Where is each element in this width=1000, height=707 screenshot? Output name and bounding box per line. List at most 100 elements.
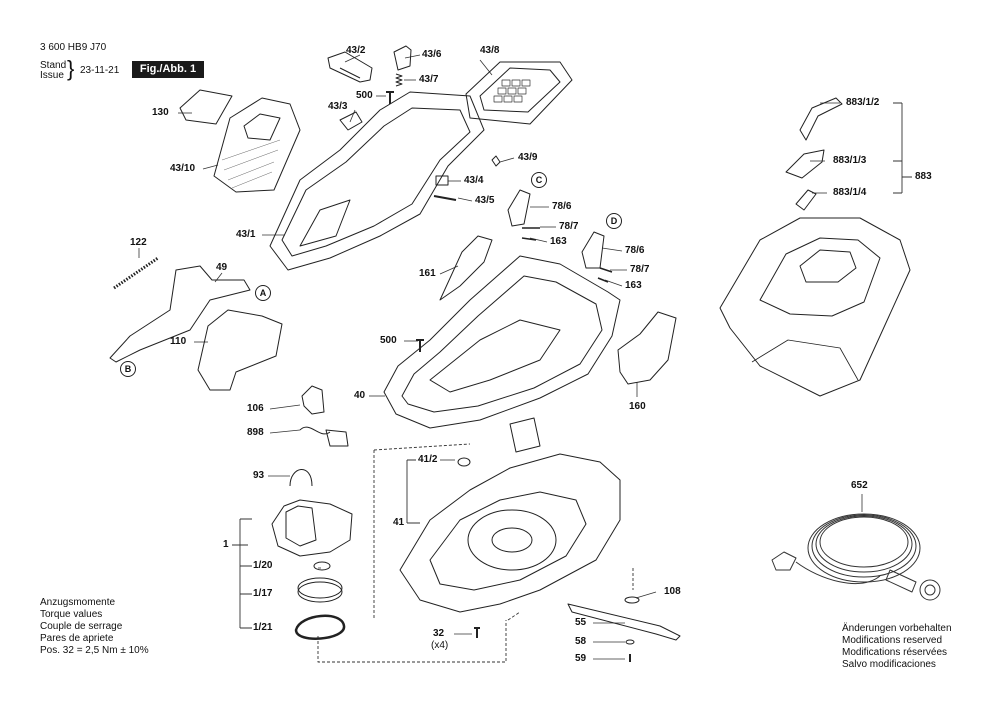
label-1: 1 [223,539,229,550]
label-32-qty: (x4) [431,640,449,651]
modifications-line-3: Modifications réservées [842,647,948,658]
label-500-mid: 500 [380,335,397,346]
label-55: 55 [575,617,587,628]
part-883-1-4 [795,189,817,211]
ref-circle-c: C [531,172,547,188]
label-78-6-d: 78/6 [625,245,645,256]
label-1-21: 1/21 [253,622,273,633]
part-41-deck [399,453,621,613]
label-160: 160 [629,401,646,412]
label-883: 883 [915,171,932,182]
label-108: 108 [664,586,681,597]
part-122-spring [113,256,159,290]
label-883-1-2: 883/1/2 [846,97,880,108]
part-500-screw-mid [416,339,424,352]
label-78-7-c: 78/7 [559,221,579,232]
part-40-chassis [383,255,621,429]
torque-line-1: Anzugsmomente [40,597,116,608]
label-122: 122 [130,237,147,248]
part-1-21-belt [294,614,346,640]
part-40-inner [401,275,603,413]
part-110 [197,309,283,391]
brackets [232,102,912,663]
label-163-c: 163 [550,236,567,247]
label-1-17: 1/17 [253,588,273,599]
part-883-1-2 [799,97,843,141]
label-43-9: 43/9 [518,152,538,163]
part-43-5 [433,195,457,201]
part-78-6-c [507,189,531,227]
label-59: 59 [575,653,587,664]
part-43-4 [435,175,449,186]
label-43-7: 43/7 [419,74,439,85]
part-163-d [597,267,613,283]
label-43-5: 43/5 [475,195,495,206]
leader-lines [138,54,863,660]
torque-line-2: Torque values [40,609,103,620]
part-883-1-3 [785,149,825,179]
label-163-d: 163 [625,280,642,291]
label-41-2: 41/2 [418,454,438,465]
doc-number: 3 600 HB9 J70 [40,42,107,53]
modifications-line-1: Änderungen vorbehalten [842,623,952,634]
part-43-2 [327,51,373,83]
ref-circle-d: D [606,213,622,229]
part-1-motor [271,499,353,557]
part-163-c [521,227,540,241]
label-43-4: 43/4 [464,175,484,186]
figure-label: Fig./Abb. 1 [132,61,204,78]
part-55-blade [567,603,681,641]
part-49-lever [109,265,251,363]
part-1-20 [313,561,331,571]
label-40: 40 [354,390,366,401]
part-898-cable [299,426,349,447]
part-500-screw-top [386,91,394,104]
part-32 [474,627,480,638]
label-78-6-c: 78/6 [552,201,572,212]
label-652: 652 [851,480,868,491]
label-1-20: 1/20 [253,560,273,571]
part-108 [624,596,640,604]
part-43-9 [491,155,501,167]
part-43-1-inner [281,107,471,257]
part-161 [439,235,493,301]
part-1-17-fan [297,581,343,603]
label-32: 32 [433,628,445,639]
part-883-grass-box [719,217,911,397]
label-500-top: 500 [356,90,373,101]
part-43-6 [393,45,412,71]
label-883-1-4: 883/1/4 [833,187,867,198]
label-43-1: 43/1 [236,229,256,240]
part-43-10 [213,97,301,193]
label-43-3: 43/3 [328,101,348,112]
label-883-1-3: 883/1/3 [833,155,867,166]
part-883-inner [759,237,881,317]
label-58: 58 [575,636,587,647]
part-78-6-d [581,231,605,269]
brace-glyph: } [67,56,75,81]
ref-circle-b: B [120,361,136,377]
part-43-8 [465,61,573,125]
label-43-10: 43/10 [170,163,196,174]
part-93-clip [289,469,313,487]
label-110: 110 [170,336,187,347]
label-106: 106 [247,403,264,414]
part-43-8-keypad [493,79,531,103]
part-43-1 [269,91,485,271]
torque-line-5: Pos. 32 = 2,5 Nm ± 10% [40,645,149,656]
label-43-2: 43/2 [346,45,366,56]
label-49: 49 [216,262,228,273]
label-130: 130 [152,107,169,118]
label-43-8: 43/8 [480,45,500,56]
part-43-3 [339,111,363,131]
part-58 [625,639,635,645]
label-41: 41 [393,517,405,528]
part-43-10-texture [221,139,281,189]
label-93: 93 [253,470,265,481]
modifications-line-2: Modifications reserved [842,635,943,646]
torque-line-4: Pares de apriete [40,633,114,644]
issue-label: Issue [40,70,64,81]
part-652-cable [771,513,941,601]
